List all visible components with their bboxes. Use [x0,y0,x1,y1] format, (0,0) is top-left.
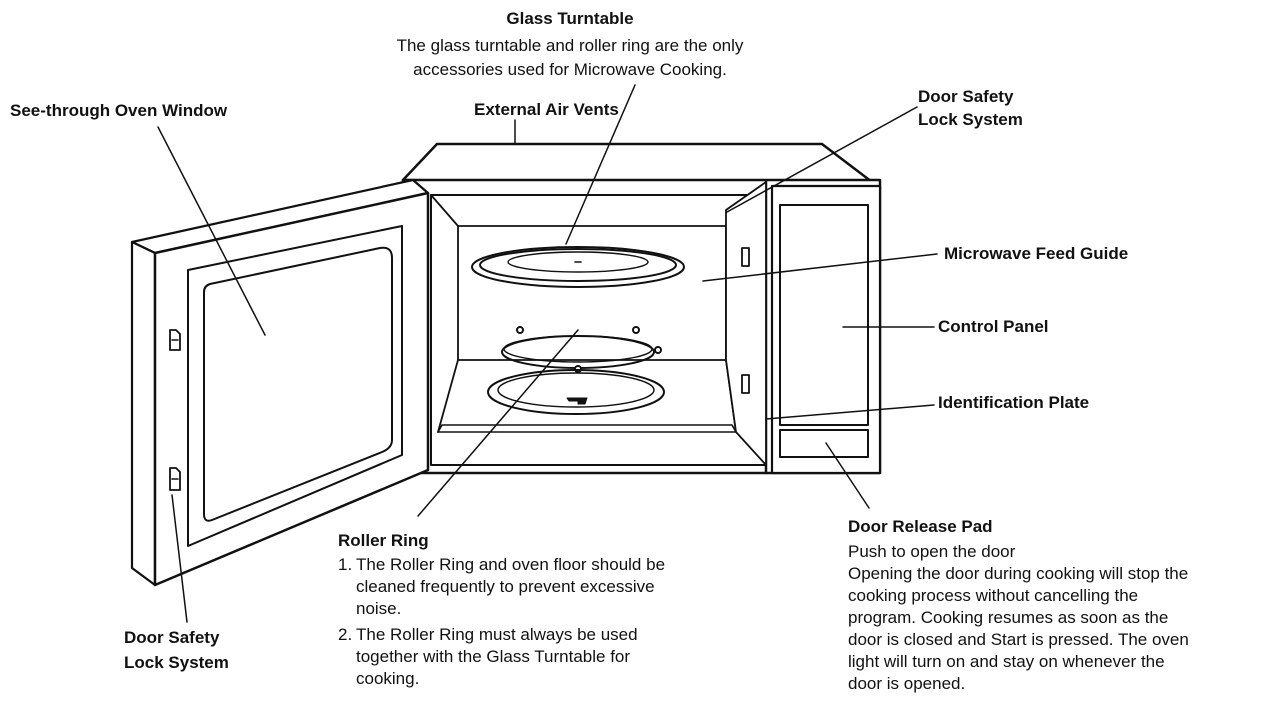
door-release-pad-line4: program. Cooking resumes as soon as the [848,608,1169,627]
oven-door [130,178,430,587]
roller-ring-item-2-line2: together with the Glass Turntable for [356,647,631,666]
roller-ring-list: 1. The Roller Ring and oven floor should… [338,554,665,690]
roller-ring-item-1-num: 1. [338,555,353,574]
floor-recess [487,369,665,415]
door-release-pad-line3: cooking process without cancelling the [848,586,1139,605]
external-air-vents-label: External Air Vents [474,100,619,119]
roller-ring-item-1-line2: cleaned frequently to prevent excessive [356,577,655,596]
leader-lines [157,84,938,623]
roller-ring-item-1-line3: noise. [356,599,402,618]
glass-turntable-title: Glass Turntable [506,9,634,28]
roller-ring-item-2-line1: The Roller Ring must always be used [356,625,638,644]
microwave-feed-guide-label: Microwave Feed Guide [944,244,1129,263]
door-release-pad-line7: door is opened. [848,674,966,693]
door-safety-lock-top-line2: Lock System [918,110,1023,129]
oven-cavity [430,181,767,466]
roller-ring-item-2-line3: cooking. [356,669,420,688]
control-panel-label: Control Panel [938,317,1049,336]
see-through-window-label: See-through Oven Window [10,101,228,120]
glass-turntable-shape [471,246,685,288]
latch-holes [741,247,750,394]
roller-ring-item-1: 1. The Roller Ring and oven floor should… [338,554,665,620]
door-safety-lock-bottom-line2: Lock System [124,653,229,672]
glass-turntable-desc-line1: The glass turntable and roller ring are … [396,36,744,55]
door-release-pad-desc: Push to open the door Opening the door d… [848,541,1189,695]
glass-turntable-desc-line2: accessories used for Microwave Cooking. [413,60,727,79]
identification-plate-label: Identification Plate [938,393,1090,412]
roller-ring-item-2-num: 2. [338,625,353,644]
roller-ring-item-1-line1: The Roller Ring and oven floor should be [356,555,666,574]
door-release-pad-line2: Opening the door during cooking will sto… [848,564,1189,583]
roller-ring-shape [501,326,662,373]
roller-ring-title: Roller Ring [338,531,429,550]
door-safety-lock-top-line1: Door Safety [918,87,1014,106]
door-safety-lock-bottom-line1: Door Safety [124,628,220,647]
control-panel-shape [770,184,882,475]
door-release-pad-title: Door Release Pad [848,517,993,536]
door-release-pad-line5: door is closed and Start is pressed. The… [848,630,1189,649]
door-release-pad-line6: light will turn on and stay on whenever … [848,652,1165,671]
door-release-pad-line1: Push to open the door [848,542,1016,561]
roller-ring-item-2: 2. The Roller Ring must always be used t… [338,624,665,690]
